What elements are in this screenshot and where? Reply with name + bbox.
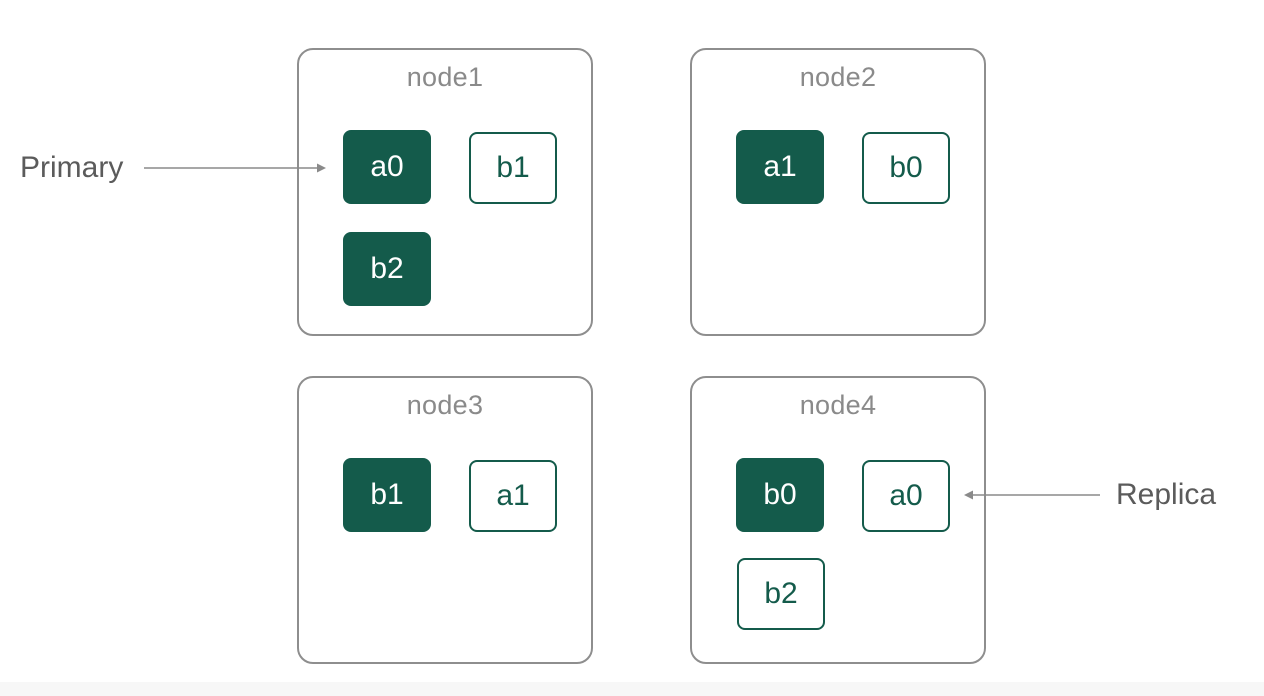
primary-arrow: [144, 163, 326, 173]
primary-shard: a0: [343, 130, 431, 204]
node-title: node3: [406, 390, 484, 420]
replica-arrow: [964, 490, 1100, 500]
node-box-node4: node4 b0 a0 b2: [690, 376, 986, 664]
primary-label: Primary: [20, 151, 124, 184]
replica-shard: a0: [862, 460, 950, 532]
node-title: node1: [406, 62, 484, 92]
node-box-node3: node3 b1 a1: [297, 376, 593, 664]
primary-shard: a1: [736, 130, 824, 204]
replica-label: Replica: [1116, 478, 1217, 511]
node-title: node2: [799, 62, 877, 92]
bottom-band: [0, 682, 1264, 696]
replica-shard: b2: [737, 558, 825, 630]
primary-shard: b0: [736, 458, 824, 532]
primary-shard: b1: [343, 458, 431, 532]
replica-shard: b1: [469, 132, 557, 204]
node-box-node2: node2 a1 b0: [690, 48, 986, 336]
replica-shard: b0: [862, 132, 950, 204]
node-title: node4: [799, 390, 877, 420]
primary-shard: b2: [343, 232, 431, 306]
node-box-node1: node1 a0 b1 b2: [297, 48, 593, 336]
replica-shard: a1: [469, 460, 557, 532]
